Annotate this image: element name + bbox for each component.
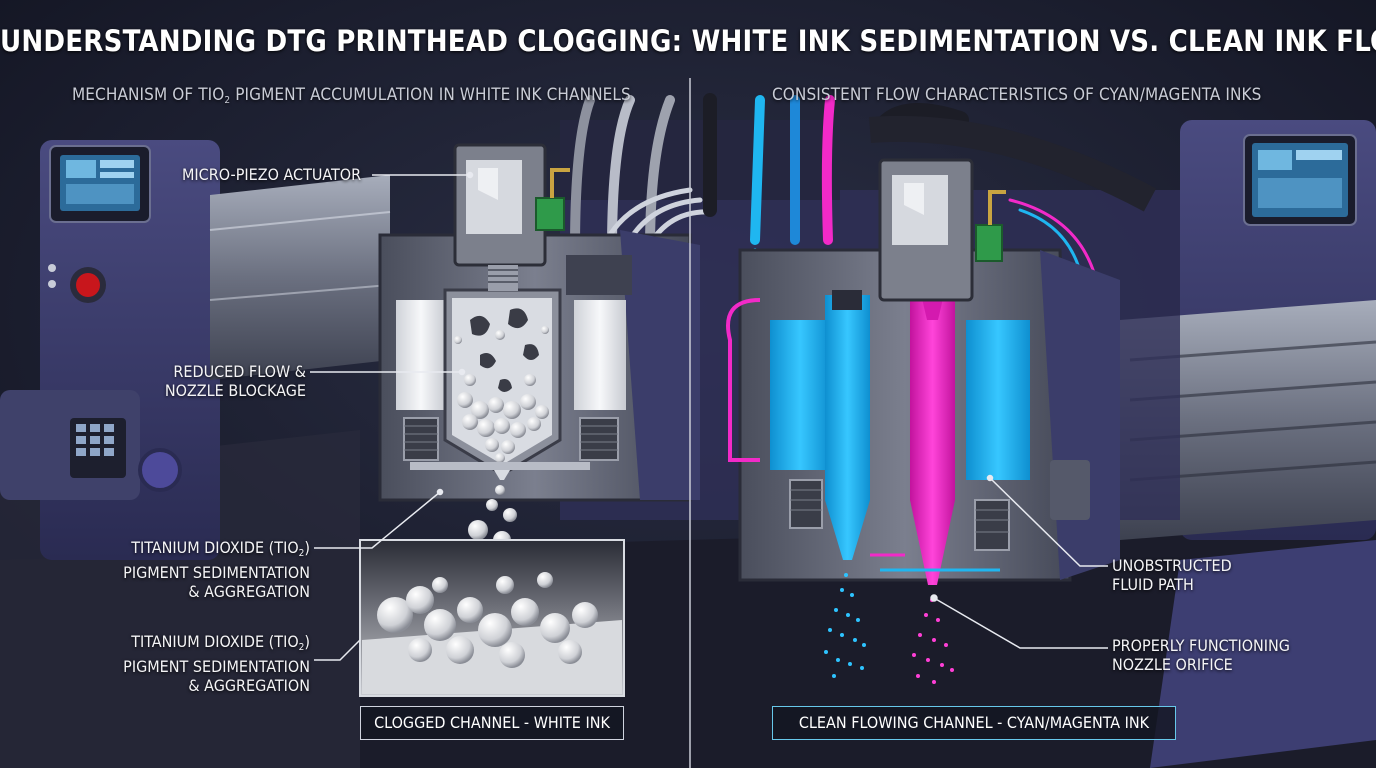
- left-panel-caption: CLOGGED CHANNEL - WHITE INK: [360, 706, 624, 740]
- callout-tio2-sedimentation-a: TITANIUM DIOXIDE (TiO2) PIGMENT SEDIMENT…: [100, 538, 310, 601]
- callout-line: NOZZLE ORIFICE: [1112, 655, 1233, 674]
- color-ink-supply-tubes: [743, 95, 1102, 482]
- white-ink-printhead: [378, 143, 700, 502]
- piezo-actuator-icon: [453, 143, 547, 291]
- callout-piezo-actuator: MICRO-PIEZO ACTUATOR: [182, 165, 362, 184]
- magenta-spray: [912, 598, 954, 684]
- right-panel-subtitle: CONSISTENT FLOW CHARACTERISTICS OF CYAN/…: [772, 85, 1262, 105]
- callout-line: UNOBSTRUCTED: [1112, 556, 1232, 575]
- callout-tio2-sedimentation-b: TITANIUM DIOXIDE (TiO2) PIGMENT SEDIMENT…: [100, 632, 310, 695]
- right-printer-body: [1120, 120, 1376, 768]
- callout-subscript: 2: [298, 642, 305, 653]
- page-title: UNDERSTANDING DTG PRINTHEAD CLOGGING: WH…: [0, 24, 1376, 58]
- callout-leaders: [310, 171, 1108, 661]
- callout-line: TITANIUM DIOXIDE (TiO2): [100, 632, 310, 657]
- nozzle-icon: [494, 470, 510, 480]
- callout-unobstructed-path: UNOBSTRUCTED FLUID PATH: [1112, 556, 1232, 594]
- stop-button-icon: [70, 267, 106, 303]
- touchscreen-icon: [60, 155, 140, 211]
- callout-line: & AGGREGATION: [188, 676, 310, 695]
- callout-line: FLUID PATH: [1112, 575, 1194, 594]
- left-panel-subtitle: MECHANISM OF TiO2 PIGMENT ACCUMULATION I…: [72, 85, 631, 106]
- callout-line: & AGGREGATION: [188, 582, 310, 601]
- left-subtitle-part: MECHANISM OF TiO: [72, 85, 225, 105]
- callout-reduced-flow: REDUCED FLOW & NOZZLE BLOCKAGE: [150, 362, 306, 400]
- callout-line: PROPERLY FUNCTIONING: [1112, 636, 1290, 655]
- cable-chain: [869, 115, 1157, 212]
- cyan-spray: [824, 573, 866, 678]
- callout-text: ): [304, 538, 310, 557]
- sediment-inset: [359, 539, 625, 697]
- left-subtitle-part: PIGMENT ACCUMULATION IN WHITE INK CHANNE…: [230, 85, 631, 105]
- callout-line: REDUCED FLOW &: [173, 362, 306, 381]
- callout-text: TITANIUM DIOXIDE (TiO: [131, 632, 299, 651]
- callout-line: PIGMENT SEDIMENTATION: [123, 657, 310, 676]
- callout-nozzle-orifice: PROPERLY FUNCTIONING NOZZLE ORIFICE: [1112, 636, 1290, 674]
- color-ink-printhead: [726, 158, 1120, 585]
- right-panel-caption: CLEAN FLOWING CHANNEL - CYAN/MAGENTA INK: [772, 706, 1176, 740]
- left-subtitle-subscript: 2: [224, 95, 231, 106]
- keypad-icon: [70, 418, 126, 478]
- left-guide-rail: [209, 175, 391, 380]
- left-printer-body: [0, 140, 220, 560]
- callout-text: ): [304, 632, 310, 651]
- callout-line: NOZZLE BLOCKAGE: [164, 381, 306, 400]
- callout-line: PIGMENT SEDIMENTATION: [123, 563, 310, 582]
- callout-text: TITANIUM DIOXIDE (TiO: [131, 538, 299, 557]
- callout-subscript: 2: [298, 548, 305, 559]
- callout-line: TITANIUM DIOXIDE (TiO2): [100, 538, 310, 563]
